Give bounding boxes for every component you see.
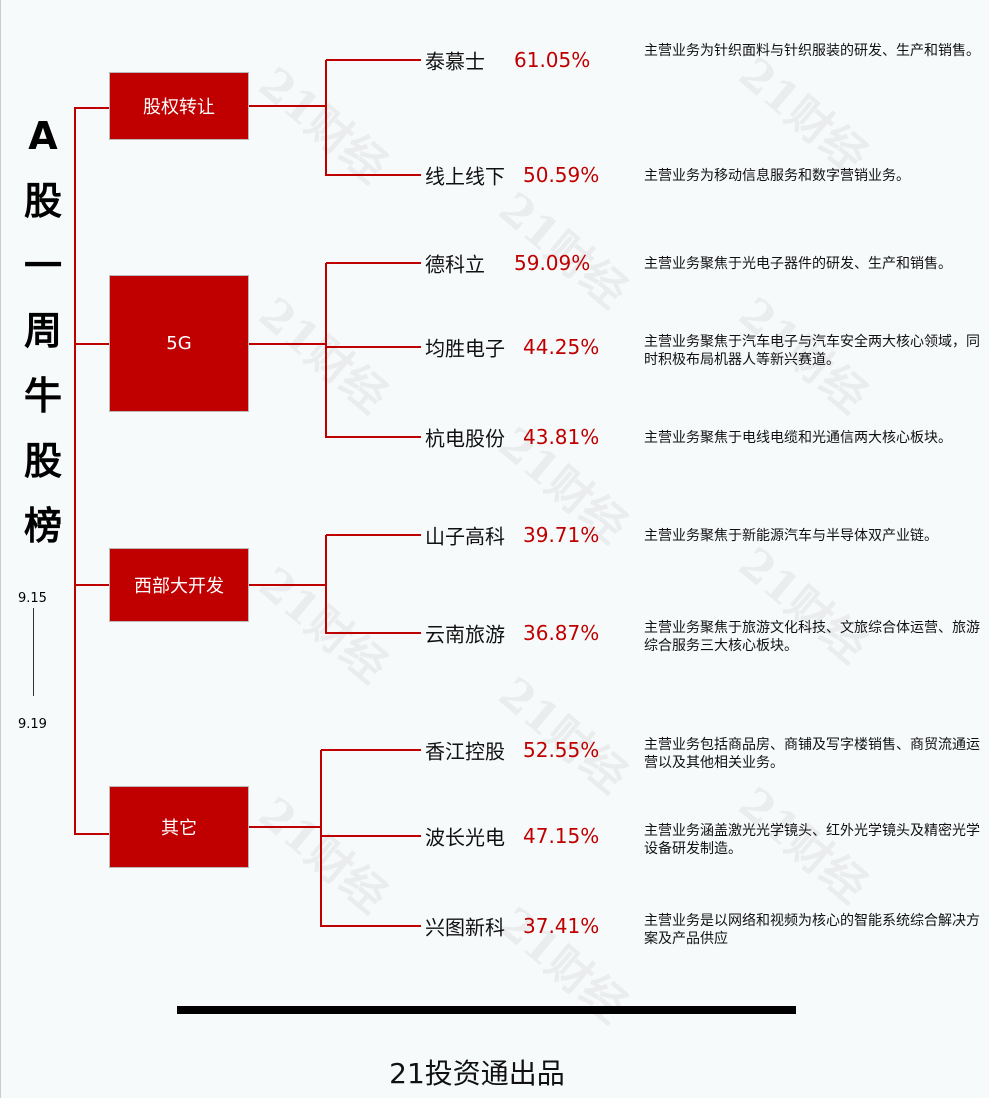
stock-change: 36.87% [523, 621, 600, 645]
stock-change: 37.41% [523, 914, 600, 938]
stock-description: 主营业务聚焦于光电子器件的研发、生产和销售。 [644, 256, 952, 272]
connector-line [74, 107, 110, 109]
connector-line [74, 584, 110, 586]
stock-name: 山子高科 [425, 524, 505, 549]
title-char: 股 [23, 179, 62, 223]
stock-change: 61.05% [514, 48, 591, 72]
date-end: 9.19 [18, 717, 47, 732]
stock-change: 59.09% [514, 251, 591, 275]
category-box: 西部大开发 [109, 548, 249, 622]
stock-name: 香江控股 [425, 739, 505, 764]
stock-name: 德科立 [425, 252, 485, 277]
category-box: 5G [109, 275, 249, 412]
connector-line [325, 60, 327, 176]
title-char: 一 [23, 244, 62, 288]
stock-name: 兴图新科 [425, 915, 505, 940]
stock-name: 均胜电子 [425, 336, 505, 361]
connector-line [249, 343, 326, 345]
category-box: 股权转让 [109, 72, 249, 140]
connector-line [326, 534, 421, 536]
connector-line [325, 263, 327, 438]
connector-line [325, 535, 327, 634]
watermark-logo: 21财经 [489, 182, 637, 318]
connector-line [321, 749, 421, 751]
connector-line [74, 833, 110, 835]
connector-line [326, 262, 421, 264]
connector-line [326, 59, 421, 61]
connector-line [326, 632, 421, 634]
connector-line [74, 108, 76, 835]
stock-change: 39.71% [523, 523, 600, 547]
stock-description: 主营业务聚焦于旅游文化科技、文旅综合体运营、旅游综合服务三大核心板块。 [644, 620, 980, 654]
connector-line [321, 925, 421, 927]
connector-line [321, 835, 421, 837]
stock-change: 50.59% [523, 163, 600, 187]
title-char: 周 [23, 309, 62, 353]
connector-line [249, 105, 326, 107]
connector-line [74, 343, 110, 345]
stock-name: 线上线下 [425, 164, 505, 189]
watermark-logo: 21财经 [249, 787, 397, 923]
footer-bar [177, 1006, 796, 1014]
stock-change: 44.25% [523, 335, 600, 359]
stock-name: 波长光电 [425, 825, 505, 850]
footer-credit: 21投资通出品 [389, 1057, 565, 1090]
stock-description: 主营业务是以网络和视频为核心的智能系统综合解决方案及产品供应 [644, 913, 980, 947]
category-box: 其它 [109, 786, 249, 868]
stock-change: 52.55% [523, 738, 600, 762]
stock-description: 主营业务包括商品房、商铺及写字楼销售、商贸流通运营以及其他相关业务。 [644, 737, 980, 771]
title-char: A [28, 114, 58, 158]
connector-line [320, 750, 322, 927]
stock-description: 主营业务聚焦于新能源汽车与半导体双产业链。 [644, 528, 938, 544]
stock-change: 47.15% [523, 824, 600, 848]
stock-change: 43.81% [523, 425, 600, 449]
title-char: 股 [23, 439, 62, 483]
stock-name: 泰慕士 [425, 49, 485, 74]
stock-name: 云南旅游 [425, 622, 505, 647]
connector-line [249, 826, 321, 828]
date-start: 9.15 [18, 591, 47, 606]
stock-description: 主营业务为针织面料与针织服装的研发、生产和销售。 [644, 43, 980, 59]
stock-name: 杭电股份 [425, 426, 505, 451]
connector-line [326, 436, 421, 438]
stock-description: 主营业务为移动信息服务和数字营销业务。 [644, 168, 910, 184]
stock-description: 主营业务聚焦于汽车电子与汽车安全两大核心领域，同时积极布局机器人等新兴赛道。 [644, 334, 980, 368]
watermark-logo: 21财经 [489, 667, 637, 803]
title-char: 牛 [23, 374, 62, 418]
title-char: 榜 [23, 504, 62, 548]
date-range-divider [33, 608, 34, 696]
connector-line [326, 174, 421, 176]
connector-line [249, 584, 326, 586]
stock-description: 主营业务聚焦于电线电缆和光通信两大核心板块。 [644, 430, 952, 446]
connector-line [326, 346, 421, 348]
watermark-logo: 21财经 [729, 47, 877, 183]
stock-description: 主营业务涵盖激光光学镜头、红外光学镜头及精密光学设备研发制造。 [644, 823, 980, 857]
